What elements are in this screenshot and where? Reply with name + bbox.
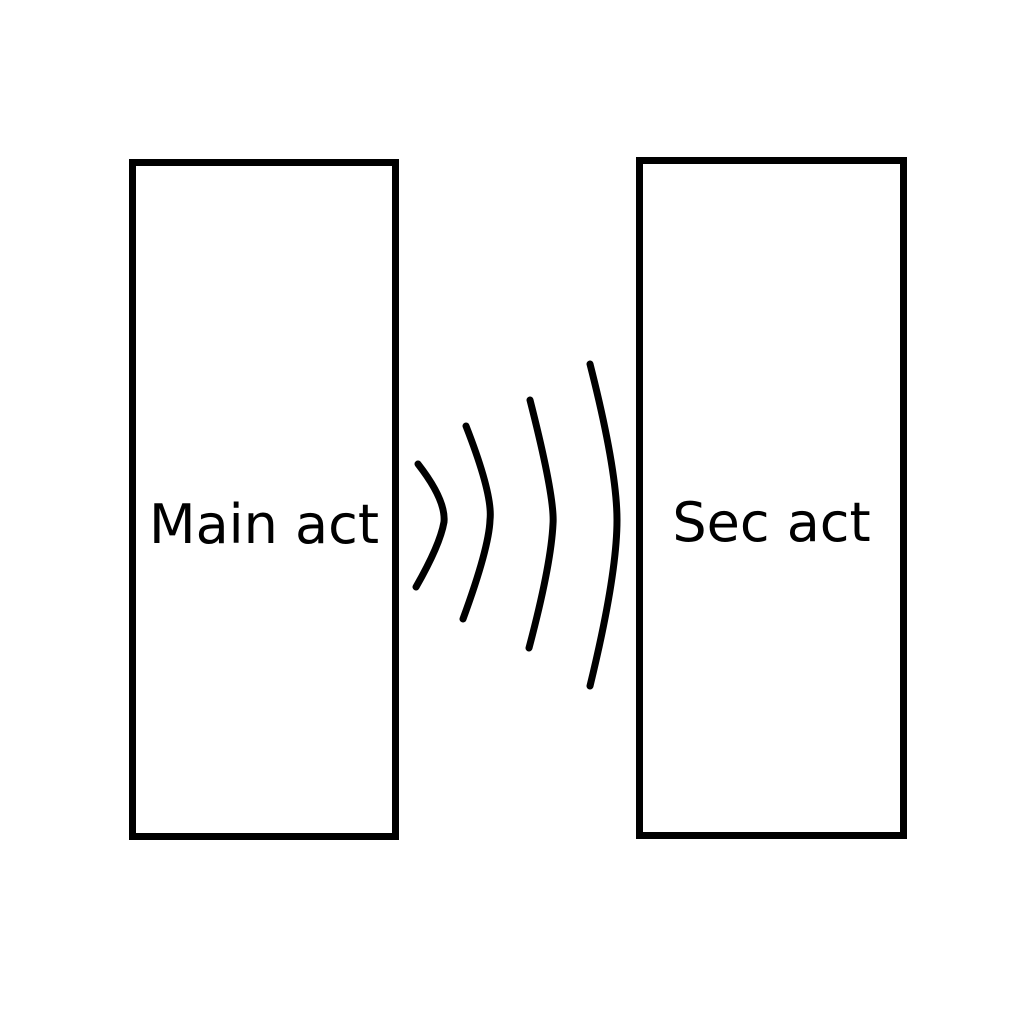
main-act-box: Main act	[129, 159, 399, 840]
sec-act-label: Sec act	[672, 491, 871, 554]
wave-arc-4	[586, 360, 621, 690]
wave-arc-3	[525, 396, 557, 652]
sec-act-box: Sec act	[636, 157, 907, 839]
main-act-label: Main act	[148, 493, 380, 556]
wave-arc-1	[412, 460, 448, 591]
wave-arc-2	[459, 422, 494, 623]
